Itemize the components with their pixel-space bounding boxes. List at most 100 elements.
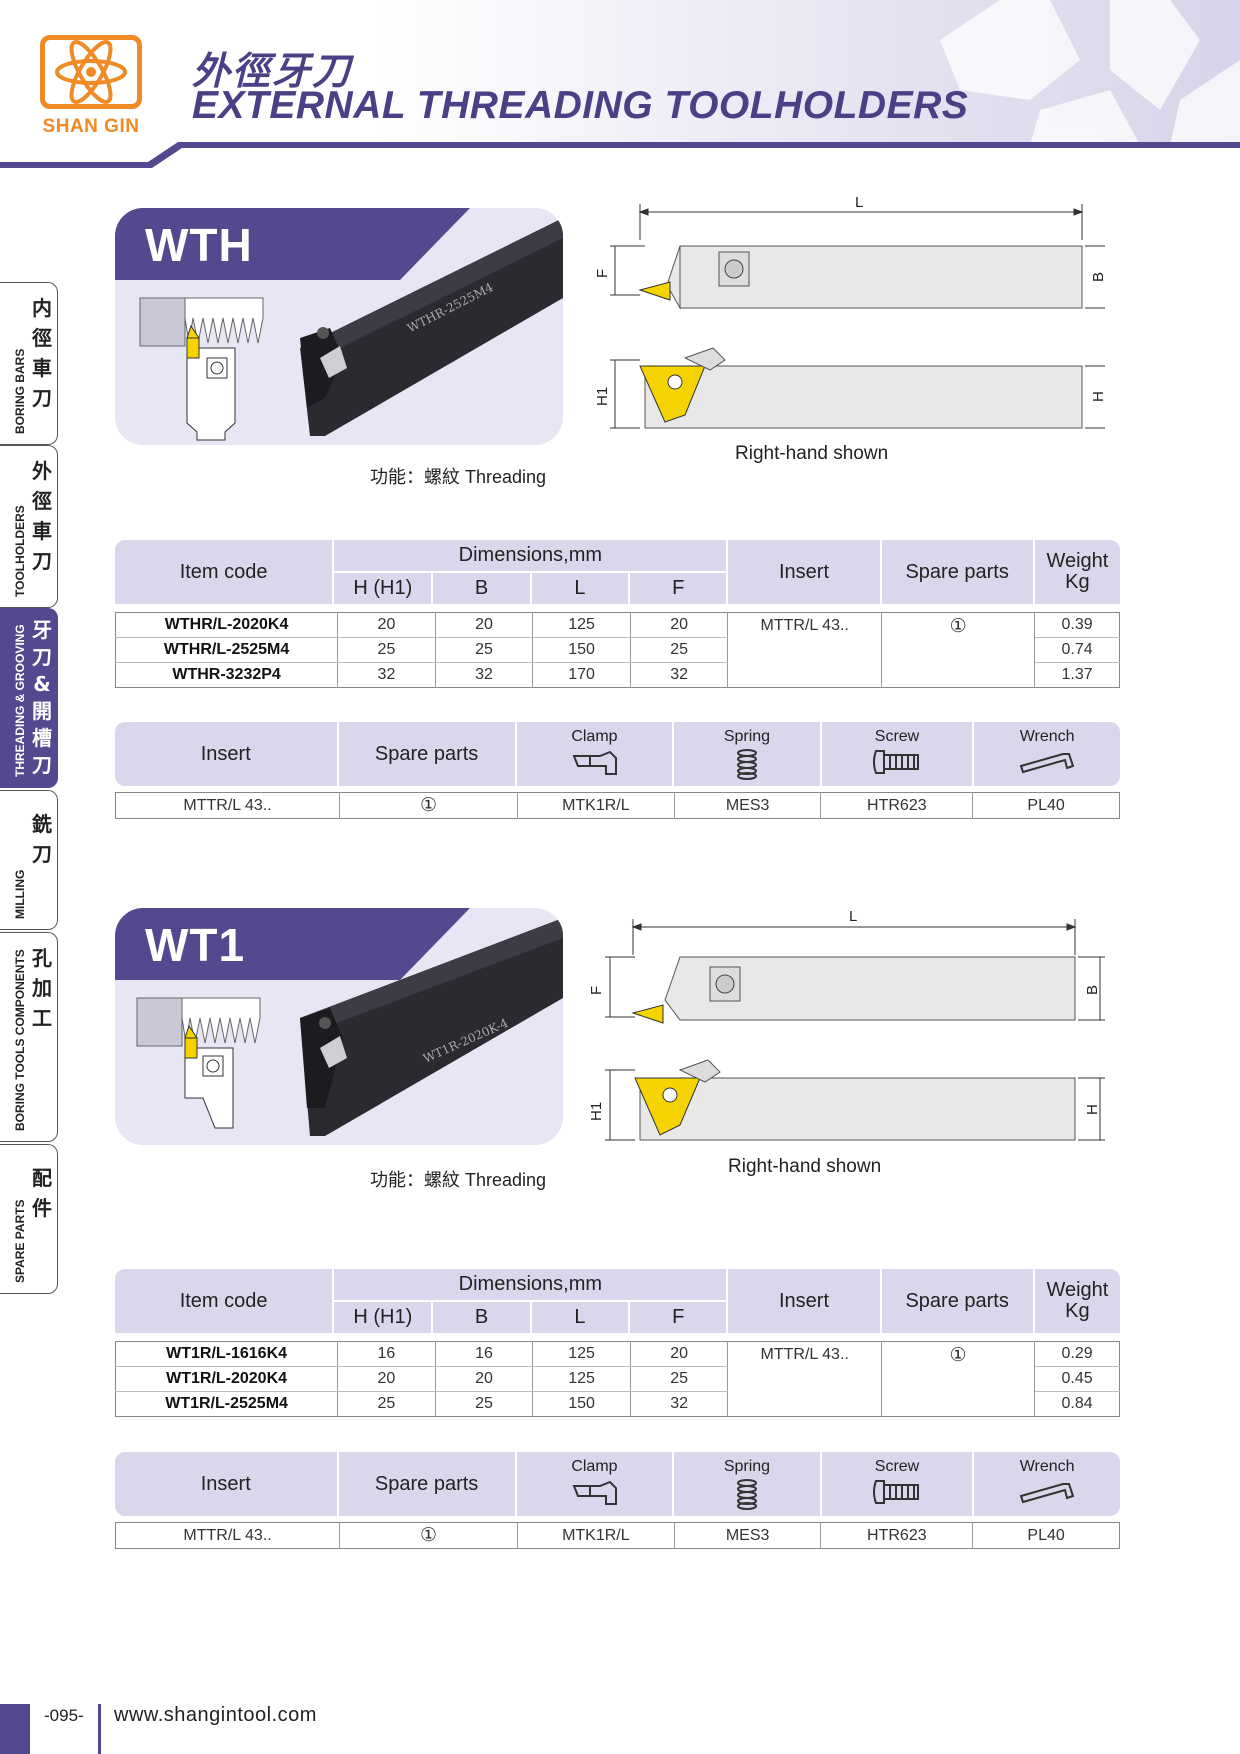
item-code-cell: WT1R/L-1616K4 [115,1341,339,1367]
insert-cell: MTTR/L 43.. [727,612,882,688]
insert-cell: MTTR/L 43.. [115,1522,341,1549]
right-hand-caption: Right-hand shown [728,1156,882,1177]
header-spring: Spring [673,722,822,786]
header-wrench: Wrench [973,722,1120,786]
header-insert: Insert [115,1452,339,1516]
screw-icon [872,750,919,774]
tab-label-en: THREADING & GROOVING [13,624,27,777]
page-title-zh: 外徑牙刀 [192,49,353,93]
l-cell: 125 [532,1341,631,1367]
header-weight-unit: Kg [1065,571,1090,593]
b-cell: 20 [435,1366,534,1392]
header-f: F [629,572,729,604]
h-cell: 16 [337,1341,436,1367]
dimension-drawing-wth: L F B H1 H [594,194,1105,429]
dimension-drawing-wt1: L F B H1 H [588,908,1105,1141]
header-clamp-label: Clamp [571,1458,618,1475]
header-spring: Spring [673,1452,822,1516]
dim-label-l: L [849,908,857,925]
brand-name: SHAN GIN [42,116,140,137]
tab-label-en: BORING TOOLS COMPONENTS [13,949,27,1131]
weight-cell: 0.84 [1061,1395,1093,1412]
tab-char: 刀 [32,645,52,669]
tab-char: 車 [32,519,52,543]
tab-char: 内 [32,296,52,320]
tab-char: 牙 [32,618,52,642]
tab-char: 刀 [32,753,52,777]
decorative-star-graphic [940,0,1240,145]
function-caption: 功能：螺紋 Threading [370,1170,547,1190]
tab-label-en: MILLING [13,869,27,919]
header-l: L [530,1301,631,1333]
product-name: WTH [145,219,253,271]
screw-icon [872,1480,919,1504]
spring-icon [736,1479,757,1510]
tab-char: 開 [32,699,52,723]
header-clamp: Clamp [515,1452,675,1516]
h-cell: 32 [337,662,436,688]
dim-label-b: B [1090,272,1105,282]
dim-label-h: H [1084,1104,1101,1115]
dim-label-h: H [1090,391,1105,402]
tab-char: 徑 [32,489,52,513]
tab-label-zh: 牙刀&開槽刀 [30,617,54,779]
header-wrench-label: Wrench [1019,1458,1075,1475]
brand-logo [40,35,142,109]
h-cell: 25 [337,637,436,663]
tab-label-en: TOOLHOLDERS [13,505,27,597]
tab-label-zh: 内徑車刀 [30,293,54,413]
header-wrench-label: Wrench [1019,728,1075,745]
tab-char: 刀 [32,386,52,410]
header-weight-label: Weight [1046,1279,1109,1301]
tab-label-en: BORING BARS [13,348,27,434]
dim-label-b: B [1084,985,1101,995]
dim-label-f: F [588,986,605,995]
screw-cell: HTR623 [820,792,974,819]
b-cell: 25 [435,637,534,663]
header-insert: Insert [727,540,882,604]
header-weight-unit: Kg [1065,1300,1090,1322]
clamp-cell: MTK1R/L [517,1522,675,1549]
dim-label-f: F [594,269,611,278]
header-f: F [629,1301,729,1333]
spare-parts-cell: ① [881,612,1036,688]
clamp-icon [572,1480,618,1505]
f-cell: 25 [630,637,729,663]
header-insert: Insert [115,722,339,786]
tab-label-en: SPARE PARTS [13,1199,27,1283]
weight-cell: 0.29 [1034,1341,1120,1367]
h-cell: 20 [337,612,436,638]
header-spare-parts: Spare parts [337,1452,517,1516]
website-link[interactable]: www.shangintool.com [114,1704,317,1726]
right-hand-caption: Right-hand shown [735,443,889,464]
item-code-cell: WTHR/L-2525M4 [115,637,339,663]
weight-cell: 0.45 [1034,1366,1120,1392]
tab-char: 徑 [32,326,52,350]
l-cell: 125 [532,1366,631,1392]
header-divider-line [0,142,1240,168]
spring-cell: MES3 [674,1522,822,1549]
wrench-icon [1019,1483,1075,1504]
b-cell: 16 [435,1341,534,1367]
screw-cell: HTR623 [820,1522,974,1549]
header-screw: Screw [820,1452,975,1516]
atom-logo-icon [55,40,127,104]
header-b: B [432,1301,532,1333]
l-cell: 125 [532,612,631,638]
